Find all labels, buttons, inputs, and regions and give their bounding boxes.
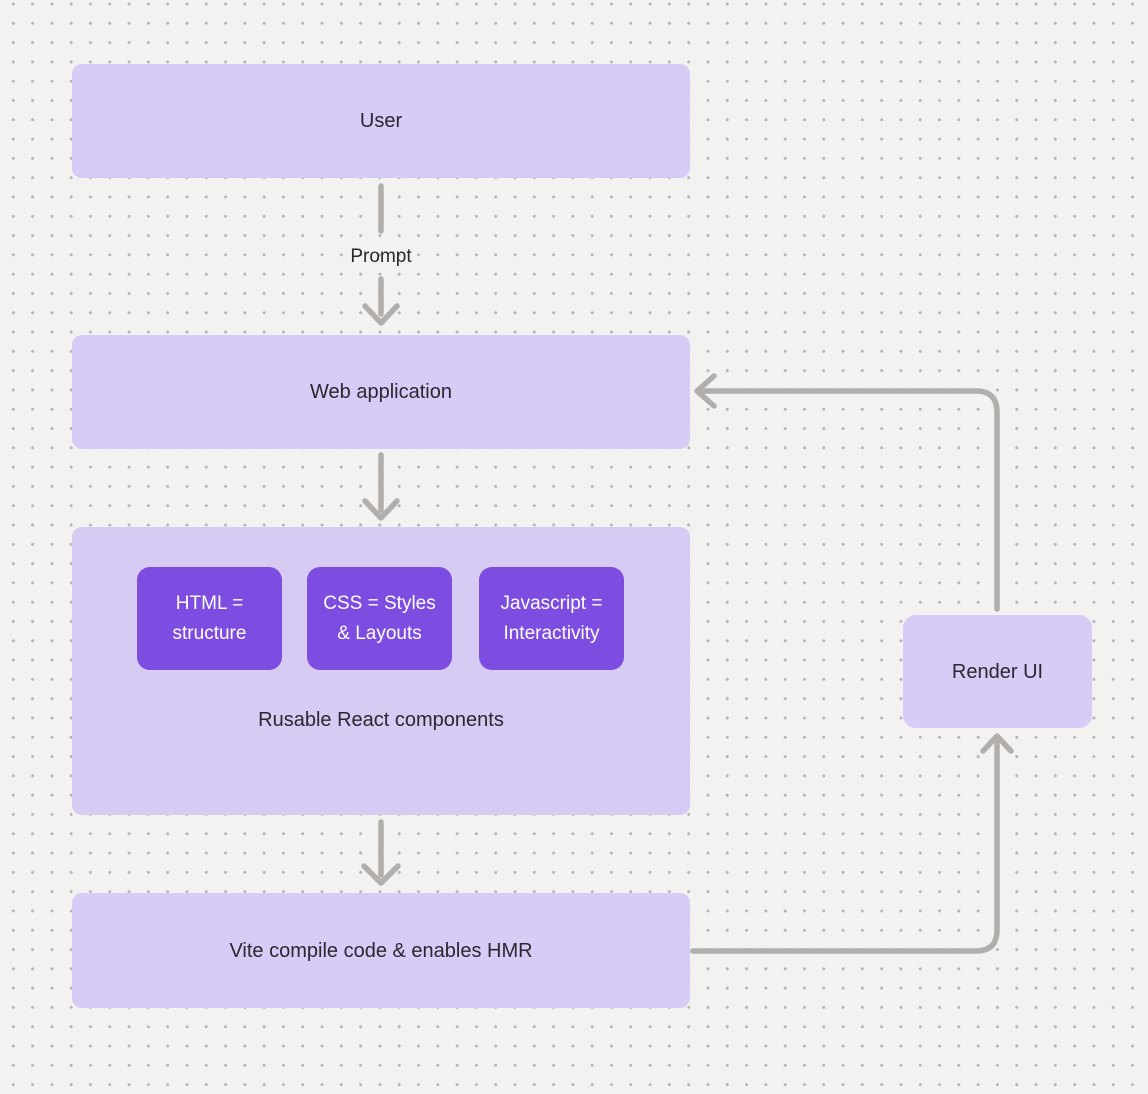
connector-user-to-webapp[interactable] [362, 183, 400, 326]
node-css[interactable]: CSS = Styles & Layouts [307, 567, 452, 670]
node-vite-label: Vite compile code & enables HMR [229, 939, 533, 962]
node-javascript-label-line2: Interactivity [503, 622, 600, 644]
connector-renderui-to-webapp[interactable] [694, 373, 1000, 612]
node-css-label-line1: CSS = Styles [323, 592, 436, 614]
node-html[interactable]: HTML = structure [137, 567, 282, 670]
arrowhead-down-icon [362, 303, 400, 326]
components-caption: Rusable React components [258, 709, 504, 731]
node-javascript-label-line1: Javascript = [500, 592, 603, 614]
arrowhead-down-icon [362, 498, 400, 521]
node-web-application[interactable]: Web application [72, 335, 690, 449]
node-components-group[interactable]: HTML = structure CSS = Styles & Layouts … [72, 527, 690, 815]
node-web-application-label: Web application [310, 381, 452, 403]
node-render-ui[interactable]: Render UI [903, 615, 1092, 728]
arrowhead-down-icon [361, 863, 401, 886]
node-user[interactable]: User [72, 64, 690, 178]
node-html-label-line1: HTML = [175, 592, 244, 614]
connector-webapp-to-components[interactable] [362, 452, 400, 521]
node-vite[interactable]: Vite compile code & enables HMR [72, 893, 690, 1008]
node-render-ui-label: Render UI [951, 660, 1044, 683]
node-html-label-line2: structure [172, 622, 247, 644]
arrowhead-up-icon [980, 733, 1014, 754]
connector-vite-to-renderui[interactable] [690, 733, 1014, 954]
node-css-label-line2: & Layouts [337, 622, 422, 644]
arrowhead-left-icon [694, 373, 717, 409]
edge-label-prompt: Prompt [350, 246, 412, 267]
connector-components-to-vite[interactable] [361, 819, 401, 886]
node-javascript[interactable]: Javascript = Interactivity [479, 567, 624, 670]
node-user-label: User [359, 110, 403, 132]
